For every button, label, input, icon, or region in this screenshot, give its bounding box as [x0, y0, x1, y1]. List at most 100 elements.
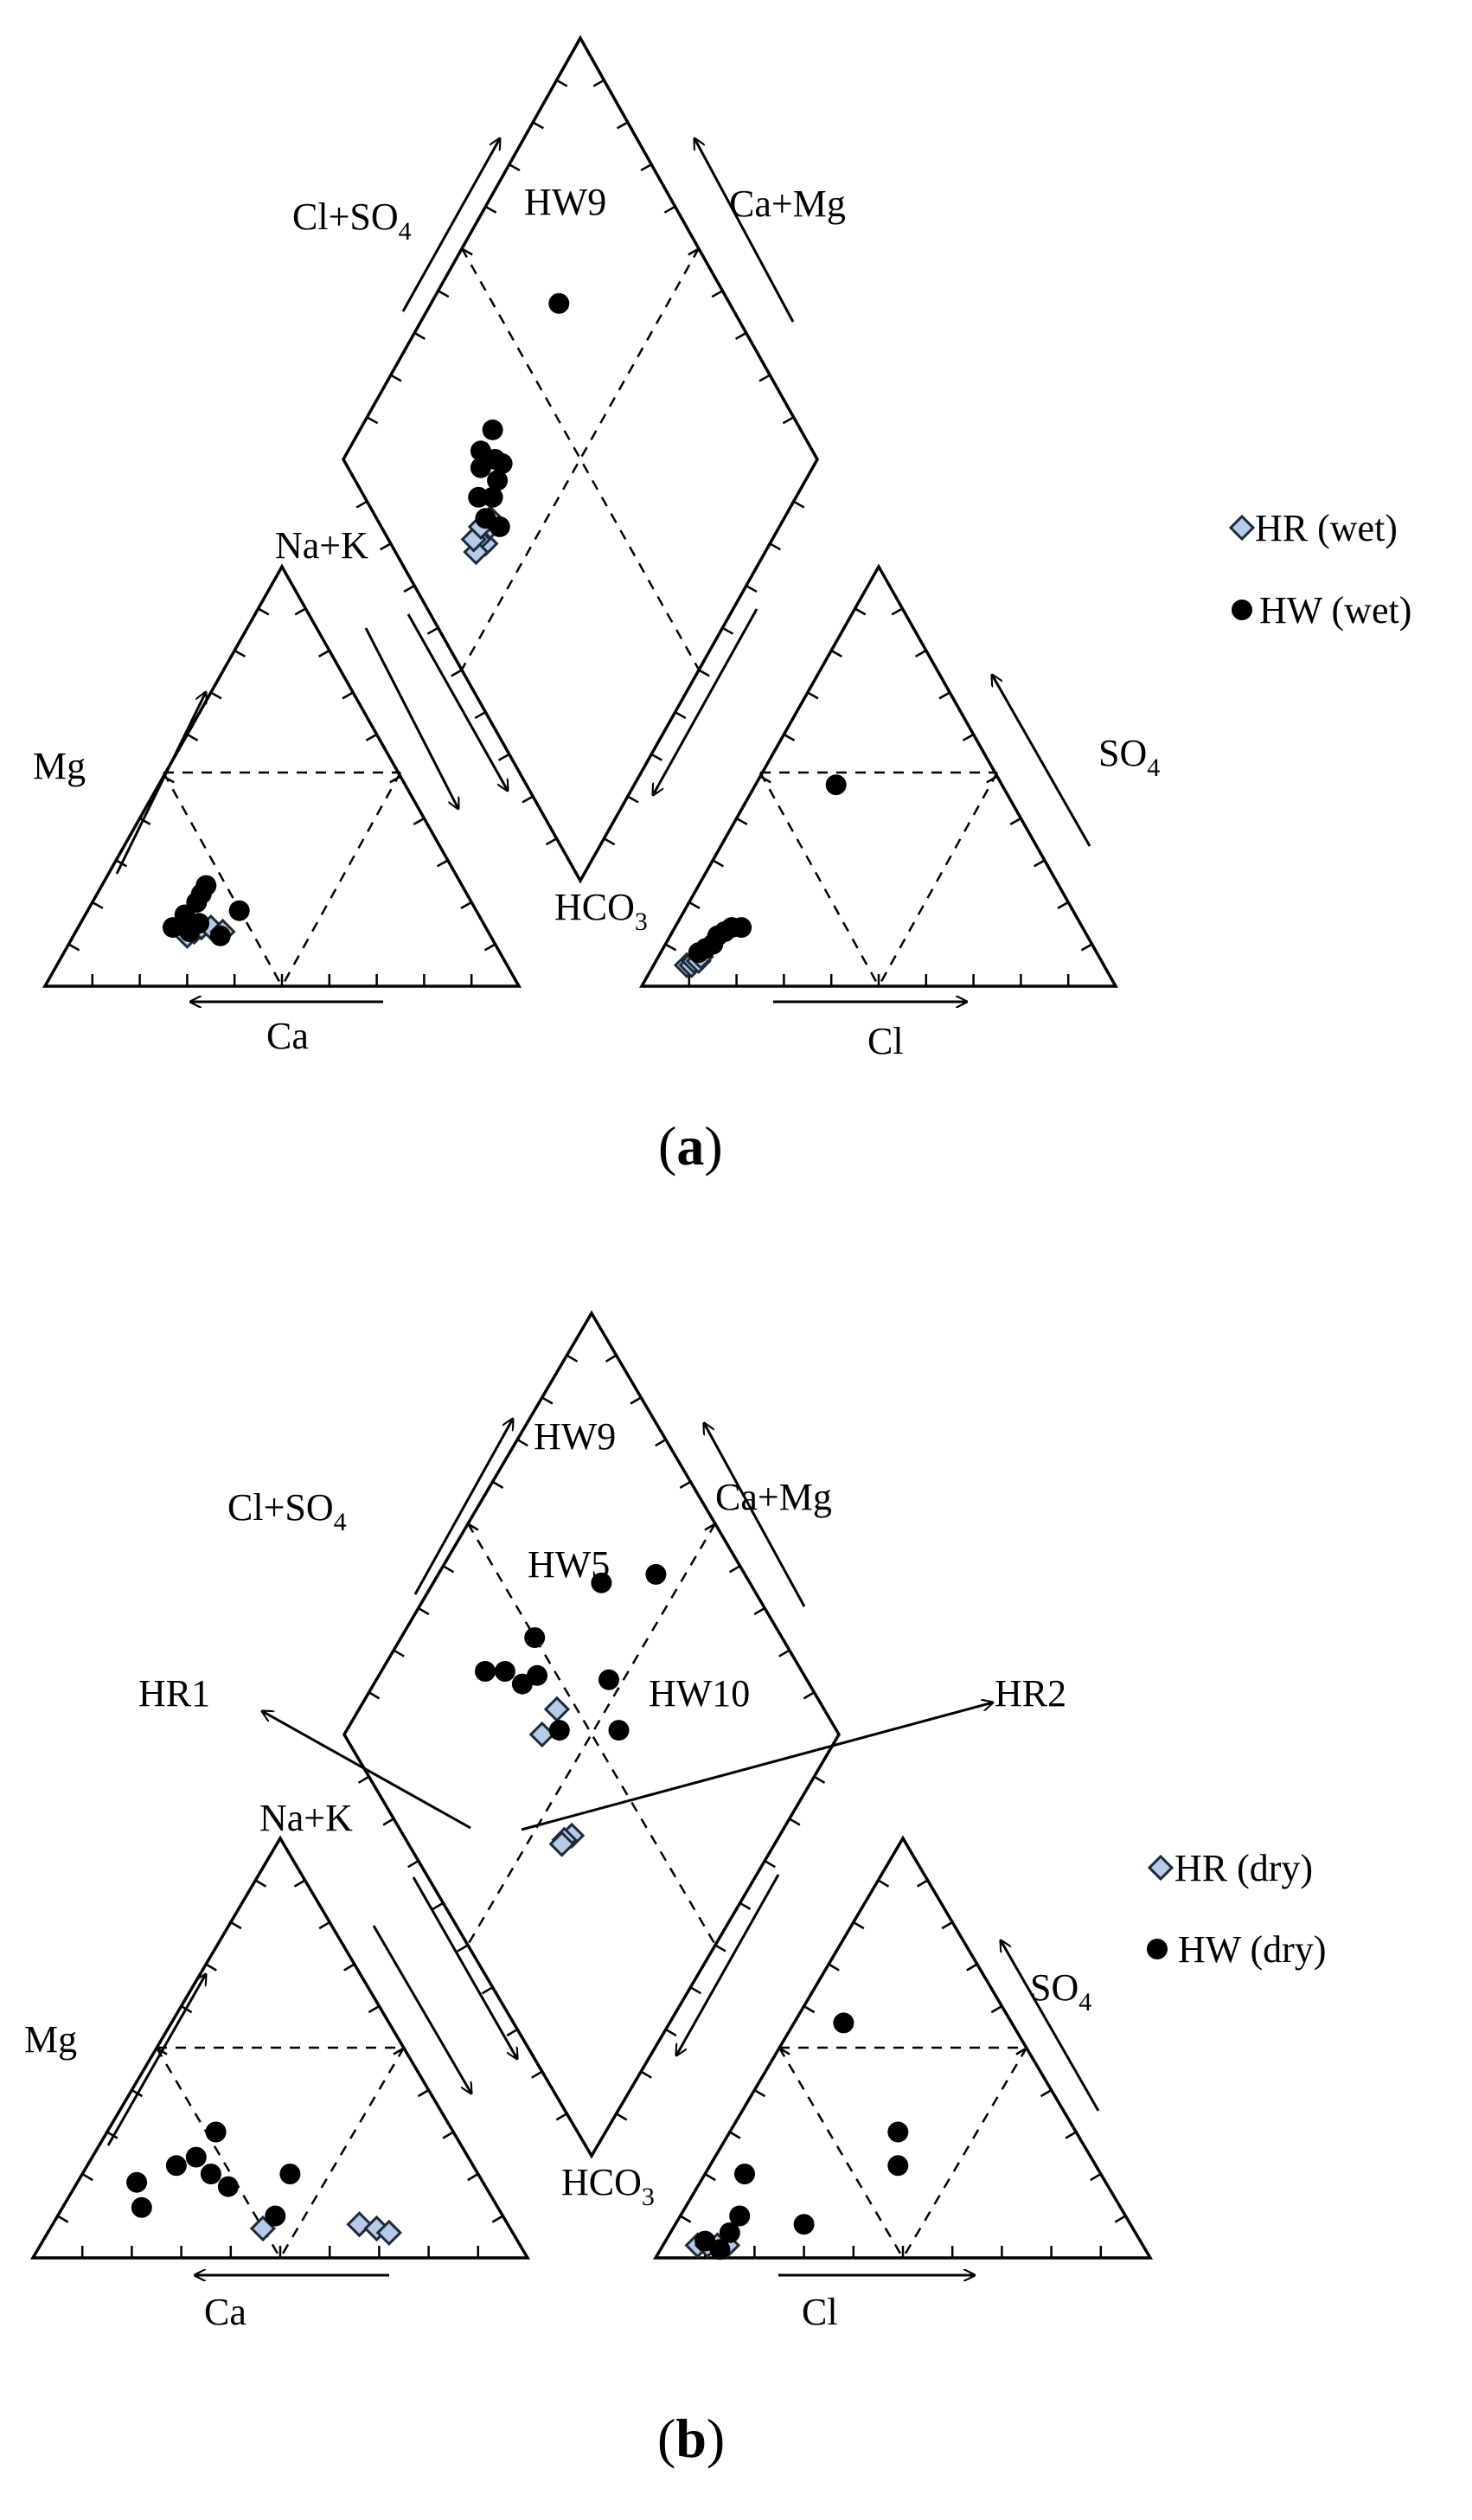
panel-b-tick: [764, 1860, 776, 1869]
panel-b-hw-diamond-point: [591, 1572, 612, 1593]
panel-b-legend-hr-label: HR (dry): [1174, 1847, 1313, 1889]
panel-b-tick: [877, 1879, 890, 1888]
panel-a-hw-diamond-point: [482, 419, 503, 440]
panel-b-tick: [789, 1818, 801, 1826]
panel-a-tick: [759, 775, 771, 784]
panel-a-hw-diamond-point: [491, 452, 513, 474]
panel-a-tick: [390, 374, 402, 382]
panel-a-cl-so4-label: Cl+SO4: [292, 196, 412, 246]
panel-b-tick: [293, 1879, 306, 1888]
panel-b-tick: [467, 1523, 479, 1531]
panel-a-tick: [674, 711, 687, 720]
panel-b-hw-diamond-point: [475, 1661, 496, 1682]
panel-b-label-open: (: [657, 2408, 675, 2469]
panel-a-mg-label: Mg: [33, 745, 86, 787]
panel-b-tick: [1015, 2047, 1027, 2055]
panel-b-tick: [753, 2088, 766, 2098]
panel-a-tick: [603, 837, 616, 846]
panel-b-legend: HR (dry) HW (dry): [1147, 1847, 1326, 1971]
panel-b-tick: [739, 1901, 752, 1910]
panel-a-tick: [426, 626, 439, 635]
panel-a-tick: [365, 733, 378, 741]
panel-b-label-close: ): [707, 2408, 725, 2469]
panel-b-hw-cation-point: [200, 2164, 221, 2184]
panel-a-tick: [712, 859, 725, 868]
panel-b-tick: [704, 1523, 716, 1531]
panel-b-tick: [679, 2215, 692, 2223]
panel-b-hw-cation-point: [265, 2205, 286, 2227]
panel-a-tick: [210, 691, 222, 700]
panel-b-tick: [205, 1963, 217, 1972]
panel-a-hw-diamond-point: [548, 292, 570, 314]
panel-b-hw9-annotation: HW9: [534, 1415, 616, 1458]
panel-a-tick: [413, 331, 426, 340]
panel-b-tick: [1114, 2215, 1127, 2223]
panel-b-hw-diamond-point: [598, 1669, 619, 1690]
panel-b-tick: [640, 2070, 652, 2079]
panel-b-tick: [941, 1920, 953, 1930]
panel-a-tick: [650, 753, 663, 761]
panel-a-tick: [782, 416, 795, 425]
panel-a-tick: [783, 733, 796, 741]
panel-b-cation-grid: [155, 2047, 282, 2259]
panel-a-tick: [688, 247, 700, 256]
panel-a-tick: [138, 817, 151, 825]
panel-a-tick: [355, 500, 368, 509]
panel-b-hw-cation-point: [131, 2196, 152, 2218]
panel-b-tick: [56, 2215, 69, 2223]
panel-a-hco3-sub: 3: [635, 907, 648, 936]
panel-a-tick: [769, 542, 782, 551]
panel-a-anion-grid: [877, 772, 999, 987]
panel-a-tick: [962, 733, 975, 741]
panel-a-ca-mg-arrow: [694, 138, 795, 323]
panel-b-tick: [689, 1986, 702, 1995]
panel-a-tick: [92, 901, 104, 909]
panel-b-hco3-label: HCO3: [561, 2161, 655, 2211]
panel-b-tick: [778, 2047, 790, 2055]
panel-b-mg-label: Mg: [24, 2018, 77, 2061]
panel-a-hw-anion-point: [825, 774, 847, 796]
panel-b-tick: [491, 2215, 504, 2223]
panel-a-tick: [460, 901, 472, 909]
panel-a-tick: [830, 649, 843, 657]
panel-b-diamond: [342, 1310, 842, 2159]
panel-a-hw-anion-point: [688, 942, 709, 964]
panel-b-diamond-grid: [466, 1523, 717, 1946]
panel-a-hw-anion-point: [731, 917, 752, 939]
panel-a-tick: [317, 649, 330, 657]
panel-b-hw-cation-point: [279, 2164, 301, 2184]
panel-b-ca-mg-arrow: [704, 1423, 806, 1607]
panel-b-tick: [393, 2047, 405, 2055]
panel-b-ca-mg-label: Ca+Mg: [715, 1476, 832, 1518]
panel-b-mg-arrow: [106, 1974, 206, 2146]
panel-a-cation-grid: [162, 772, 284, 987]
panel-a-tick: [758, 374, 771, 382]
panel-a-legend-hr-label: HR (wet): [1255, 507, 1398, 549]
panel-b-tick: [630, 1396, 642, 1405]
panel-b-tick: [605, 1354, 618, 1363]
panel-b-hw-cation-point: [205, 2121, 227, 2143]
panel-b-tick: [729, 2131, 741, 2139]
panel-a-tick: [938, 691, 950, 700]
panel-a-tick: [436, 859, 449, 868]
panel-b-tick: [467, 2172, 479, 2182]
panel-b-na-k-arrow: [372, 1925, 471, 2094]
panel-a-tick: [1080, 943, 1093, 952]
panel-a-frames: [42, 35, 1118, 988]
panel-a-cl-so4-arrow: [401, 138, 500, 312]
panel-a-tick: [627, 795, 639, 804]
panel-b-tick: [1065, 2131, 1077, 2139]
panel-a-ca-mg-label: Ca+Mg: [729, 183, 846, 225]
panel-b-tick: [417, 2088, 430, 2098]
panel-b-hw-diamond-point: [548, 1720, 570, 1741]
panel-b-tick: [481, 1986, 494, 1995]
panel-b-tick: [432, 1901, 445, 1910]
panel-b-tick: [990, 2004, 1003, 2014]
panel-b-so4-arrow: [1001, 1940, 1100, 2112]
panel-b-tick: [853, 1920, 865, 1930]
panel-a-so4-arrow: [992, 675, 1091, 847]
panel-a-tick: [891, 607, 904, 616]
panel-a-tick: [592, 79, 605, 87]
panel-b-tick: [665, 2028, 677, 2037]
